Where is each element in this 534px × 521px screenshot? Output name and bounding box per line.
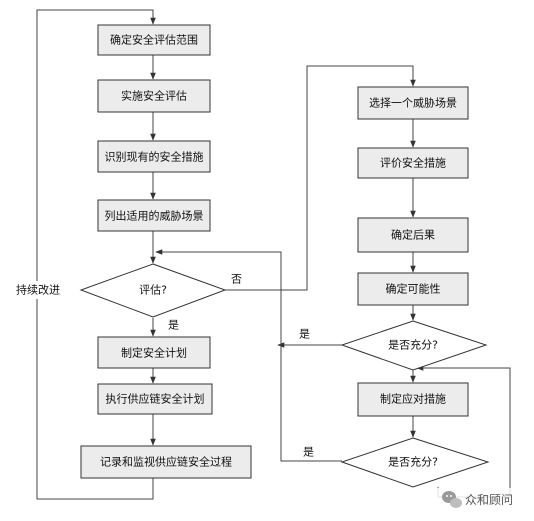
label-evaluate-yes: 是	[168, 319, 179, 332]
node-label: 评价安全措施	[380, 156, 446, 170]
node-label: 执行供应链安全计划	[106, 392, 205, 406]
label-sufficient-1-yes: 是	[299, 328, 310, 341]
node-make-plan: 制定安全计划	[97, 336, 211, 369]
node-determine-likelihood: 确定可能性	[357, 272, 469, 306]
watermark-text: 众和顾问	[465, 493, 513, 507]
node-label: 列出适用的威胁场景	[105, 209, 204, 223]
node-label: 制定安全计划	[121, 346, 187, 360]
side-label-background	[14, 281, 62, 299]
node-determine-consequence: 确定后果	[357, 217, 469, 253]
label-sufficient-2-yes: 是	[303, 446, 314, 459]
node-label: 确定可能性	[386, 282, 441, 296]
node-execute-plan: 执行供应链安全计划	[97, 383, 213, 415]
edge-sufficient-2-yes	[155, 249, 342, 462]
node-list-scenarios: 列出适用的威胁场景	[97, 199, 211, 232]
node-determine-scope: 确定安全评估范围	[97, 24, 211, 56]
label-evaluate-no: 否	[231, 273, 242, 286]
node-label: 选择一个威胁场景	[369, 96, 457, 110]
node-identify-measures: 识别现有的安全措施	[97, 140, 211, 173]
node-sufficient-1-decision: 是否充分?	[340, 320, 488, 371]
node-select-scenario: 选择一个威胁场景	[357, 86, 469, 120]
node-label: 记录和监视供应链安全过程	[100, 455, 232, 469]
node-label: 确定安全评估范围	[110, 33, 198, 47]
node-conduct-assessment: 实施安全评估	[97, 79, 211, 113]
node-label: 是否充分?	[388, 455, 438, 469]
node-sufficient-2-decision: 是否充分?	[340, 437, 490, 488]
node-evaluate-measures: 评价安全措施	[357, 147, 469, 179]
edge-loop-continuous-improvement	[36, 9, 156, 500]
node-label: 识别现有的安全措施	[105, 150, 204, 164]
node-label: 确定后果	[391, 228, 435, 242]
node-label: 是否充分?	[388, 338, 438, 352]
wechat-icon	[442, 491, 462, 508]
watermark: 众和顾问	[436, 488, 528, 512]
node-evaluate-decision: 评估?	[79, 263, 227, 318]
node-make-countermeasures: 制定应对措施	[357, 382, 469, 417]
node-label: 评估?	[139, 284, 167, 297]
node-label: 实施安全评估	[121, 89, 187, 103]
edge-evaluate-no-to-select	[225, 65, 416, 291]
node-record-monitor: 记录和监视供应链安全过程	[80, 445, 252, 479]
node-label: 制定应对措施	[380, 392, 446, 406]
label-continuous-improvement: 持续改进	[16, 283, 60, 297]
